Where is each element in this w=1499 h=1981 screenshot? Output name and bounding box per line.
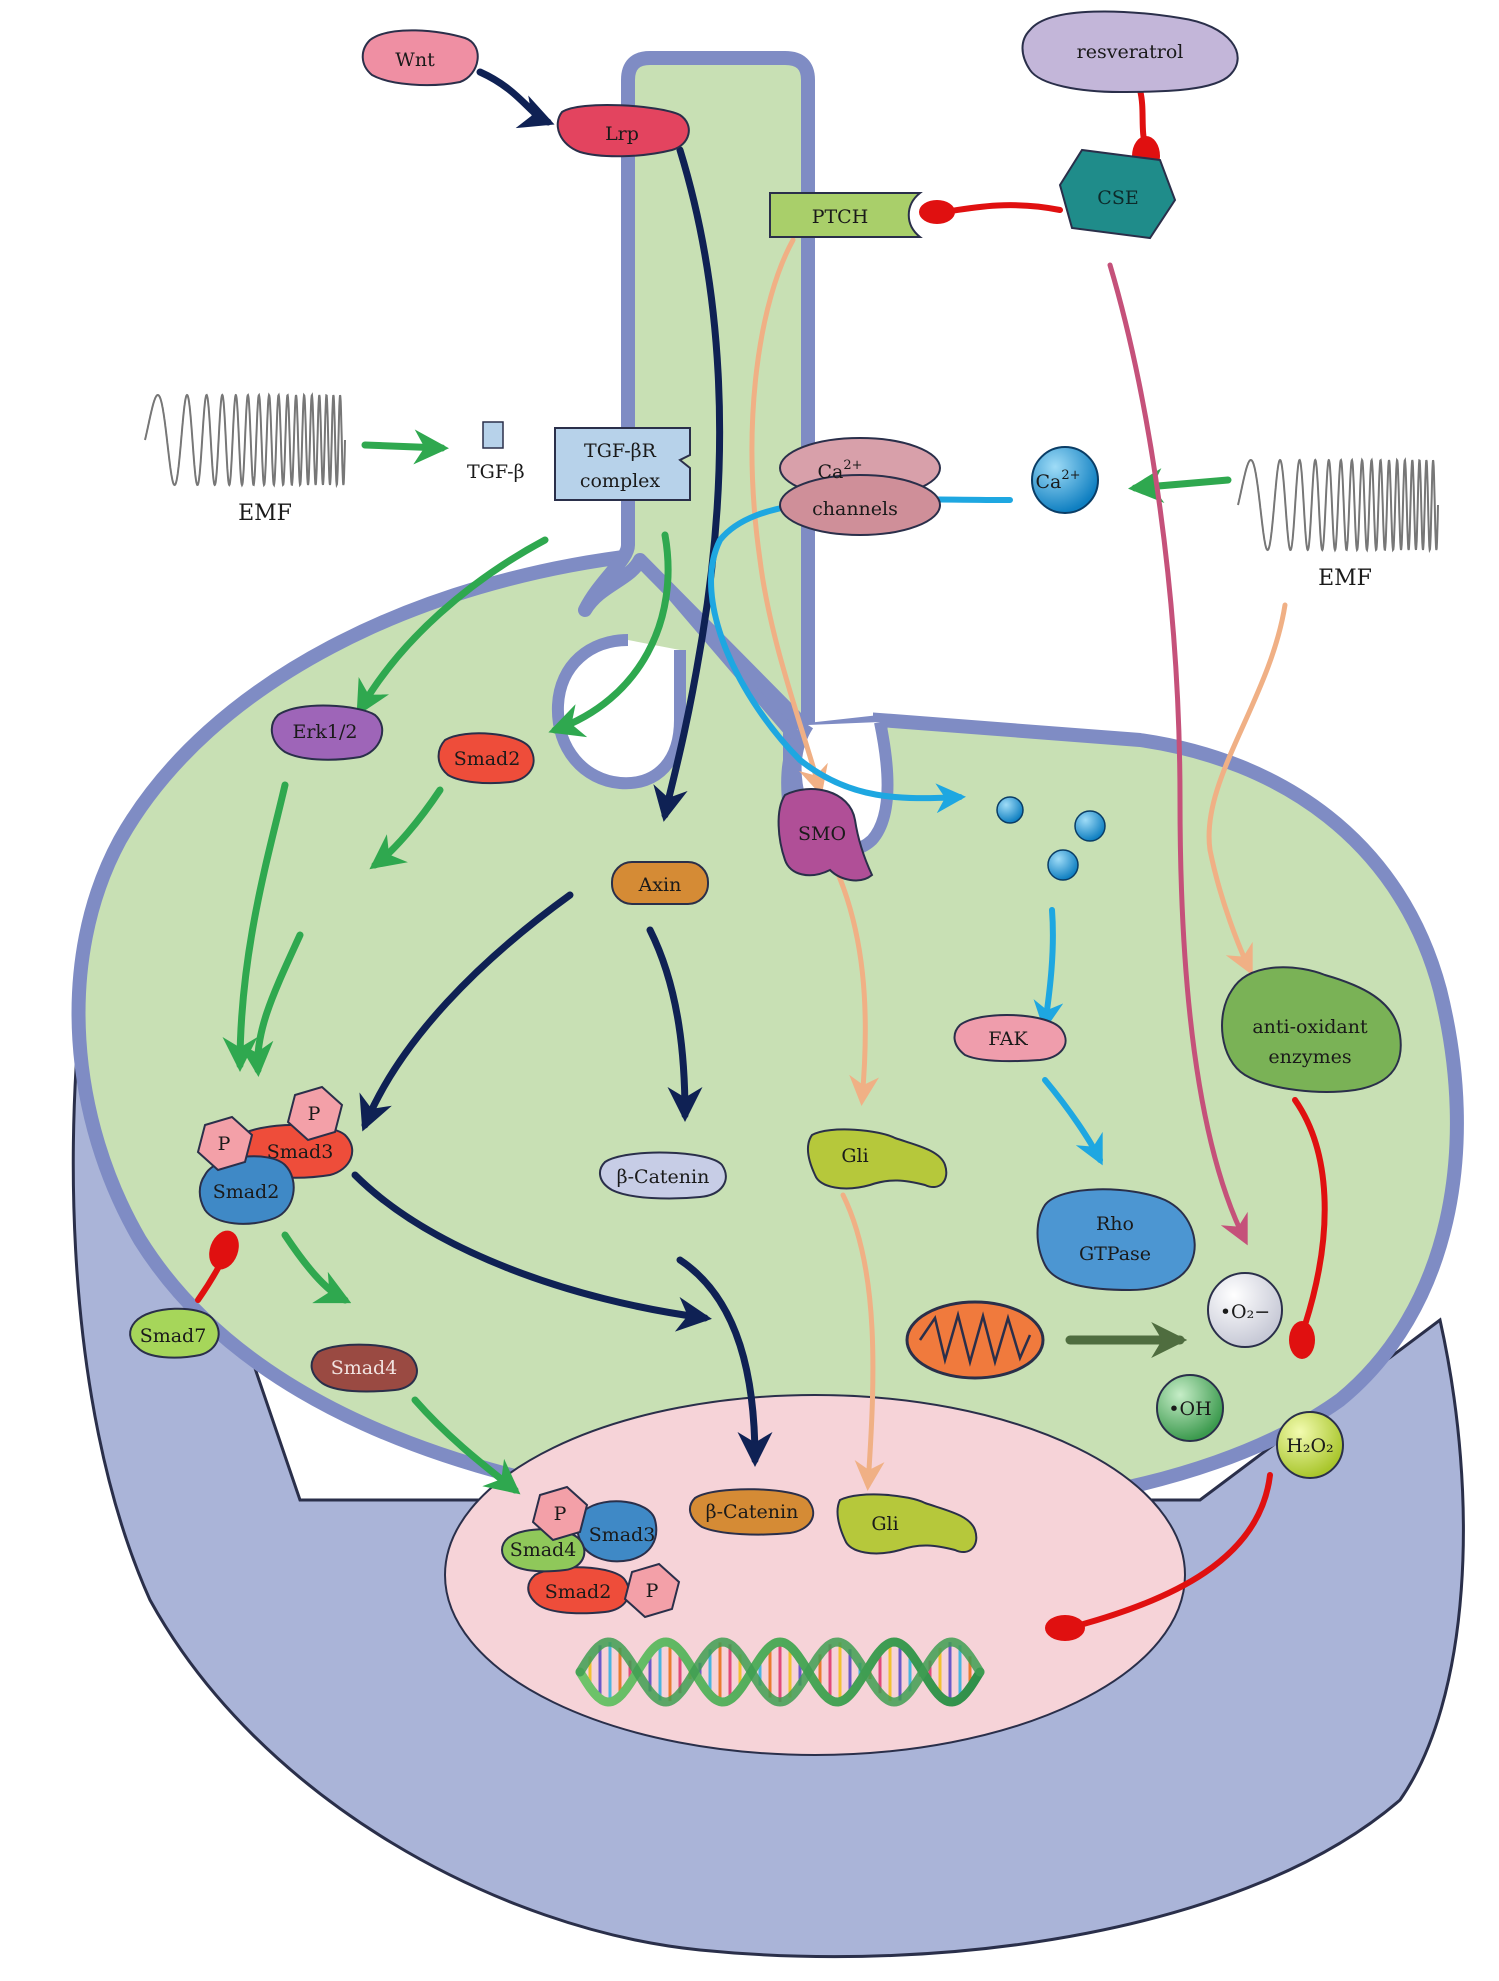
emf-wave-icon-right	[1237, 457, 1439, 554]
axin-protein: Axin	[611, 861, 709, 905]
phosphate-label-3: P	[554, 1503, 567, 1525]
erk-label: Erk1/2	[292, 721, 357, 743]
smad7-label: Smad7	[140, 1325, 207, 1347]
phosphate-icon: P	[623, 1562, 681, 1619]
inhibition-ends	[209, 136, 1315, 1641]
beta-catenin-cytoplasmic: β-Catenin	[599, 1151, 727, 1200]
smad4-label: Smad4	[331, 1357, 398, 1379]
smad2-cyto-label: Smad2	[454, 748, 521, 770]
fak-kinase: FAK	[953, 1013, 1067, 1063]
nuc-smad4-label: Smad4	[510, 1539, 577, 1561]
smo-label: SMO	[798, 823, 846, 845]
phosphate-label-2: P	[308, 1103, 321, 1125]
erk-kinase: Erk1/2	[270, 704, 384, 761]
anti-oxidant-label-2: enzymes	[1268, 1046, 1351, 1068]
hedgehog-pathway-arrows	[749, 237, 1288, 1491]
phosphate-icon: P	[531, 1485, 589, 1542]
ca-channels-label: Ca2+	[817, 458, 862, 483]
cse-enzyme: CSE	[1058, 148, 1177, 240]
phosphate-label-1: P	[218, 1133, 231, 1155]
cse-pathway-arrow	[1107, 262, 1248, 1246]
beta-catenin-nuclear: β-Catenin	[689, 1488, 815, 1536]
smad4-cytoplasmic: Smad4	[310, 1343, 418, 1393]
resveratrol-label: resveratrol	[1077, 41, 1184, 63]
emf-wave-icon-left	[144, 392, 346, 489]
tgf-beta-ligand	[482, 421, 504, 449]
cell-base	[71, 899, 1465, 1959]
smad3-complex-label: Smad3	[267, 1141, 334, 1163]
mitochondrion-icon	[905, 1300, 1045, 1380]
h2o2-label: H₂O₂	[1286, 1435, 1333, 1457]
axin-label: Axin	[638, 874, 682, 896]
anti-oxidant-enzymes: anti-oxidant enzymes	[1221, 966, 1402, 1093]
rho-label-2: GTPase	[1079, 1243, 1151, 1265]
tgf-beta-r-label: TGF-βR	[584, 440, 657, 462]
smo-receptor: SMO	[777, 787, 874, 882]
hydrogen-peroxide: H₂O₂	[1276, 1411, 1344, 1479]
wnt-molecule: Wnt	[361, 29, 479, 87]
gli-cytoplasmic: Gli	[807, 1128, 948, 1190]
gli-cyto-label: Gli	[841, 1145, 868, 1167]
ca-channels-label-2: channels	[812, 498, 898, 520]
smad7-protein: Smad7	[129, 1307, 220, 1359]
rho-gtpase: Rho GTPase	[1036, 1188, 1196, 1292]
lrp-label: Lrp	[605, 123, 639, 145]
phosphate-icon: P	[286, 1085, 344, 1142]
nuc-smad3-label: Smad3	[589, 1524, 656, 1546]
beta-catenin-nuc-label: β-Catenin	[706, 1501, 799, 1523]
beta-catenin-cyto-label: β-Catenin	[617, 1166, 710, 1188]
dna-helix-icon	[575, 1637, 985, 1707]
cse-label: CSE	[1097, 187, 1138, 209]
tgf-beta-label: TGF-β	[467, 461, 525, 483]
smad2-complex-label: Smad2	[213, 1181, 280, 1203]
superoxide-label: •O₂−	[1220, 1301, 1270, 1323]
tgf-pathway-arrows	[222, 429, 1232, 1495]
phosphate-icon: P	[196, 1115, 254, 1172]
ptch-label: PTCH	[812, 206, 869, 228]
emf-label-left: EMF	[238, 501, 292, 526]
tgf-beta-r-label-2: complex	[580, 470, 661, 492]
phosphate-label-4: P	[646, 1580, 659, 1602]
calcium-ion: Ca2+	[1031, 446, 1099, 514]
anti-oxidant-label: anti-oxidant	[1252, 1016, 1368, 1038]
nuclear-smad-complex: Smad3 Smad2 Smad4	[501, 1500, 658, 1615]
hydroxyl-label: •OH	[1168, 1398, 1211, 1420]
smad2-smad3-complex: Smad3 Smad2	[198, 1123, 354, 1225]
superoxide-radical: •O₂−	[1207, 1272, 1283, 1348]
emf-label-right: EMF	[1318, 566, 1372, 591]
calcium-channels: Ca2+ channels	[779, 437, 941, 536]
gli-nuc-label: Gli	[871, 1513, 898, 1535]
calcium-ion-cluster	[996, 796, 1106, 881]
lrp-receptor: Lrp	[556, 103, 690, 158]
wnt-label: Wnt	[395, 49, 435, 71]
tgf-beta-receptor-complex: TGF-βR complex	[554, 427, 691, 501]
gli-nuclear: Gli	[836, 1493, 978, 1555]
fak-label: FAK	[988, 1028, 1028, 1050]
nuc-smad2-label: Smad2	[545, 1581, 612, 1603]
membrane-pocket-left	[551, 634, 686, 790]
smad2-cytoplasmic: Smad2	[437, 732, 535, 785]
hydroxyl-radical: •OH	[1156, 1374, 1224, 1442]
rho-label: Rho	[1096, 1213, 1134, 1235]
resveratrol-molecule: resveratrol	[1021, 10, 1239, 94]
inhibition-lines	[195, 87, 1328, 1628]
ca-ion-label: Ca2+	[1035, 468, 1080, 493]
ptch-receptor: PTCH	[769, 192, 923, 238]
